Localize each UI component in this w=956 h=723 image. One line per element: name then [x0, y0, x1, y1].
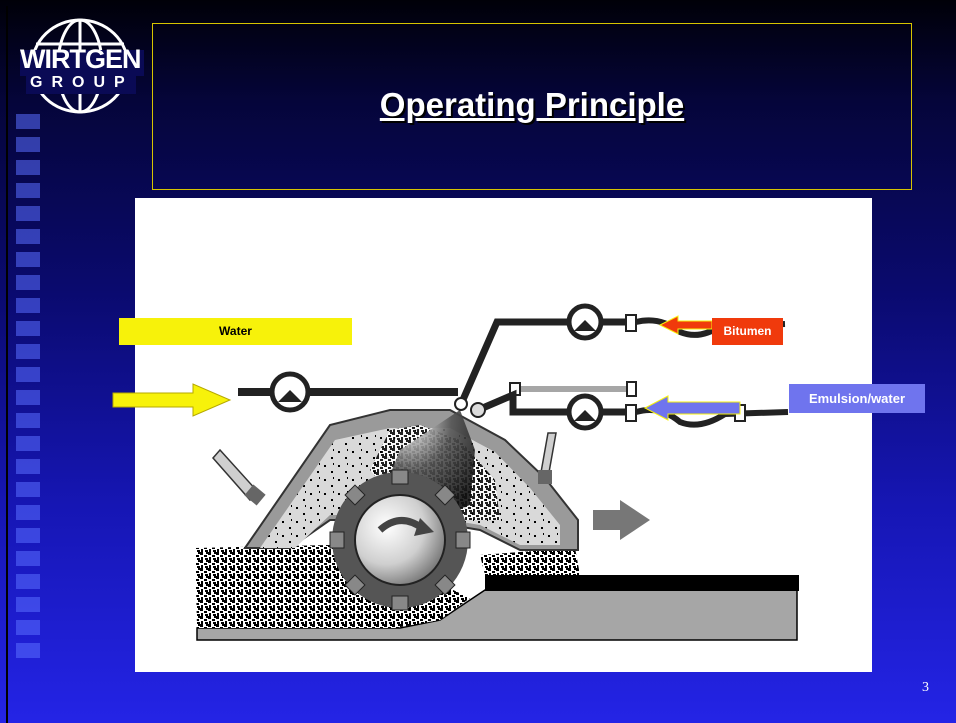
side-strip-square	[16, 206, 40, 221]
side-strip-square	[16, 390, 40, 405]
side-strip-square	[16, 459, 40, 474]
side-strip-square	[16, 413, 40, 428]
emulsion-water-label: Emulsion/water	[789, 384, 925, 413]
logo-group-text: GROUP	[30, 74, 134, 91]
water-pipe	[238, 371, 458, 413]
emulsion-inflow-arrow-icon	[643, 395, 741, 421]
side-decoration-strip	[16, 114, 40, 674]
title-box: Operating Principle	[152, 23, 912, 190]
side-strip-square	[16, 436, 40, 451]
side-strip-square	[16, 597, 40, 612]
slide-title: Operating Principle	[379, 86, 685, 123]
side-strip-square	[16, 137, 40, 152]
bitumen-label: Bitumen	[712, 318, 783, 345]
side-strip-square	[16, 114, 40, 129]
slide-frame	[6, 6, 952, 723]
water-inflow-arrow-icon	[112, 383, 232, 417]
existing-pavement	[485, 575, 799, 591]
side-strip-square	[16, 183, 40, 198]
side-strip-square	[16, 551, 40, 566]
side-strip-square	[16, 321, 40, 336]
side-strip-square	[16, 160, 40, 175]
side-strip-square	[16, 505, 40, 520]
side-strip-square	[16, 275, 40, 290]
side-strip-square	[16, 620, 40, 635]
side-strip-square	[16, 298, 40, 313]
side-strip-square	[16, 574, 40, 589]
water-label: Water	[119, 318, 352, 345]
cutting-drum	[329, 469, 471, 611]
side-strip-square	[16, 528, 40, 543]
logo-wordmark: WIRTGEN	[20, 44, 141, 74]
wirtgen-group-logo: WIRTGEN GROUP	[16, 10, 148, 120]
side-strip-square	[16, 643, 40, 658]
emulsion-pipe	[470, 381, 789, 431]
road-base	[196, 575, 799, 641]
side-strip-square	[16, 344, 40, 359]
side-strip-square	[16, 367, 40, 382]
side-strip-square	[16, 229, 40, 244]
spray-nozzle-icon	[454, 397, 468, 411]
side-strip-square	[16, 252, 40, 267]
travel-direction-arrow-icon	[593, 500, 650, 540]
globe-logo-icon	[20, 18, 144, 114]
rotation-arrow-icon	[414, 518, 434, 536]
side-strip-square	[16, 482, 40, 497]
hood-levers	[212, 432, 557, 506]
bitumen-pipe	[458, 303, 786, 404]
page-number: 3	[922, 680, 929, 695]
